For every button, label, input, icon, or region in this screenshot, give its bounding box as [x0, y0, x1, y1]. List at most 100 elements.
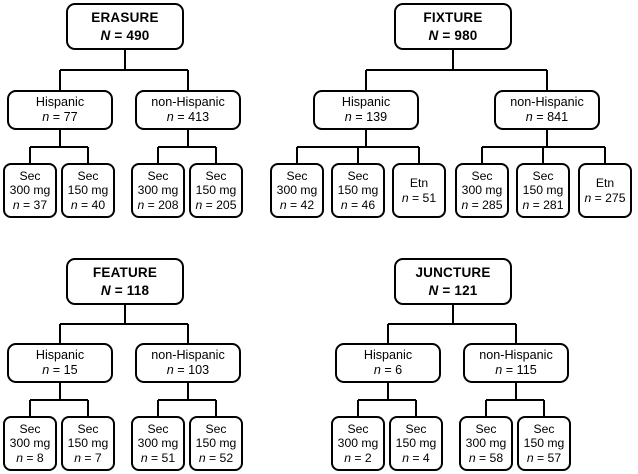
arm-box-juncture-hispanic-sec300-count-symbol: n	[344, 450, 352, 465]
connector-drop-juncture-non-hispanic-sec300	[484, 400, 488, 416]
arm-box-erasure-hispanic-sec300-count-symbol: n	[12, 197, 20, 212]
strata-box-erasure-non-hispanic-line-2: n = 413	[166, 110, 210, 124]
study-box-feature-line-2: N = 118	[100, 282, 150, 298]
arm-box-feature-hispanic-sec300-line-2: 300 mg	[9, 436, 51, 451]
connector-drop-fixture-hispanic	[364, 70, 368, 90]
arm-box-erasure-non-hispanic-sec300-count-symbol: n	[137, 197, 145, 212]
connector-drop-fixture-non-hispanic	[545, 70, 549, 90]
strata-box-feature-non-hispanic-line-2: n = 103	[166, 363, 210, 377]
strata-box-erasure-hispanic-count-symbol: n	[42, 110, 50, 124]
arm-box-erasure-non-hispanic-sec150-line-3: n = 205	[195, 197, 237, 212]
arm-box-feature-non-hispanic-sec300-count-symbol: n	[140, 450, 148, 465]
study-box-fixture-line-2: N = 980	[428, 27, 478, 43]
arm-box-fixture-hispanic-sec150-count-symbol: n	[340, 197, 348, 212]
study-box-juncture-count-symbol: N	[428, 282, 439, 298]
arm-box-fixture-non-hispanic-etn-line-1: Etn	[595, 176, 615, 191]
strata-box-fixture-non-hispanic-line-1: non-Hispanic	[510, 95, 584, 110]
arm-box-erasure-non-hispanic-sec300-line-1: Sec	[147, 168, 169, 183]
arm-box-erasure-non-hispanic-sec300-line-2: 300 mg	[137, 183, 179, 198]
arm-box-juncture-non-hispanic-sec150-line-2: 150 mg	[523, 436, 565, 451]
arm-box-fixture-hispanic-etn-count-symbol: n	[401, 190, 409, 205]
arm-box-fixture-non-hispanic-sec300-line-3: n = 285	[461, 197, 503, 212]
strata-box-fixture-hispanic-line-2: n = 139	[344, 110, 388, 124]
connector-stem-erasure	[123, 50, 127, 70]
arm-box-erasure-hispanic-sec150-count-symbol: n	[70, 197, 78, 212]
strata-box-erasure-hispanic-line-2: n = 77	[42, 110, 78, 124]
arm-box-juncture-non-hispanic-sec300-line-1: Sec	[475, 421, 497, 436]
connector-drop-juncture-non-hispanic	[514, 324, 518, 343]
arm-box-juncture-hispanic-sec300-line-1: Sec	[347, 421, 369, 436]
strata-box-juncture-non-hispanic-count-symbol: n	[495, 363, 503, 377]
arm-box-fixture-hispanic-sec300-line-2: 300 mg	[276, 183, 318, 198]
arm-box-juncture-hispanic-sec150-line-1: Sec	[405, 421, 427, 436]
strata-box-feature-hispanic-line-2: n = 15	[42, 363, 78, 377]
connector-stem-fixture-hispanic	[364, 130, 368, 147]
arm-box-juncture-hispanic-sec150-line-3: n = 4	[402, 450, 430, 465]
connector-drop-erasure-non-hispanic-sec150	[214, 147, 218, 163]
study-box-feature[interactable]: FEATURE N = 118	[66, 258, 184, 305]
arm-box-fixture-hispanic-sec300-line-3: n = 42	[279, 197, 315, 212]
arm-box-feature-non-hispanic-sec300-line-1: Sec	[147, 421, 169, 436]
connector-stem-erasure-non-hispanic	[186, 130, 190, 147]
arm-box-fixture-non-hispanic-sec300-line-1: Sec	[471, 168, 493, 183]
connector-stem-fixture-non-hispanic	[545, 130, 549, 147]
arm-box-fixture-non-hispanic-sec150-line-3: n = 281	[522, 197, 564, 212]
strata-box-fixture-hispanic-count-symbol: n	[344, 110, 352, 124]
connector-drop-feature-non-hispanic-sec150	[214, 400, 218, 416]
arm-box-feature-hispanic-sec150-line-2: 150 mg	[67, 436, 109, 451]
arm-box-erasure-hispanic-sec150-line-3: n = 40	[70, 197, 106, 212]
study-box-feature-line-1: FEATURE	[92, 264, 158, 280]
connector-drop-fixture-hispanic-etn	[417, 147, 421, 163]
connector-drop-juncture-non-hispanic-sec150	[542, 400, 546, 416]
arm-box-fixture-non-hispanic-sec300-line-2: 300 mg	[461, 183, 503, 198]
strata-box-erasure-non-hispanic-line-1: non-Hispanic	[151, 95, 225, 110]
arm-box-fixture-hispanic-sec150-line-2: 150 mg	[337, 183, 379, 198]
arm-box-juncture-hispanic-sec150-line-2: 150 mg	[395, 436, 437, 451]
arm-box-erasure-non-hispanic-sec150-line-2: 150 mg	[195, 183, 237, 198]
arm-box-feature-hispanic-sec150-line-1: Sec	[77, 421, 99, 436]
arm-box-erasure-non-hispanic-sec150-count-symbol: n	[195, 197, 203, 212]
study-box-feature-count-symbol: N	[100, 282, 111, 298]
arm-box-feature-hispanic-sec150-count-symbol: n	[74, 450, 82, 465]
connector-drop-juncture-hispanic-sec300	[356, 400, 360, 416]
arm-box-feature-hispanic-sec300-count-symbol: n	[16, 450, 24, 465]
arm-box-feature-non-hispanic-sec300-line-3: n = 51	[140, 450, 176, 465]
strata-box-feature-hispanic-line-1: Hispanic	[35, 348, 85, 363]
connector-drop-erasure-non-hispanic-sec300	[156, 147, 160, 163]
connector-drop-feature-hispanic-sec150	[86, 400, 90, 416]
strata-box-fixture-hispanic-line-1: Hispanic	[341, 95, 391, 110]
study-box-juncture-line-1: JUNCTURE	[415, 264, 491, 280]
strata-box-juncture-non-hispanic-line-1: non-Hispanic	[479, 348, 553, 363]
connector-drop-fixture-non-hispanic-etn	[603, 147, 607, 163]
strata-box-juncture-hispanic-line-2: n = 6	[373, 363, 403, 377]
